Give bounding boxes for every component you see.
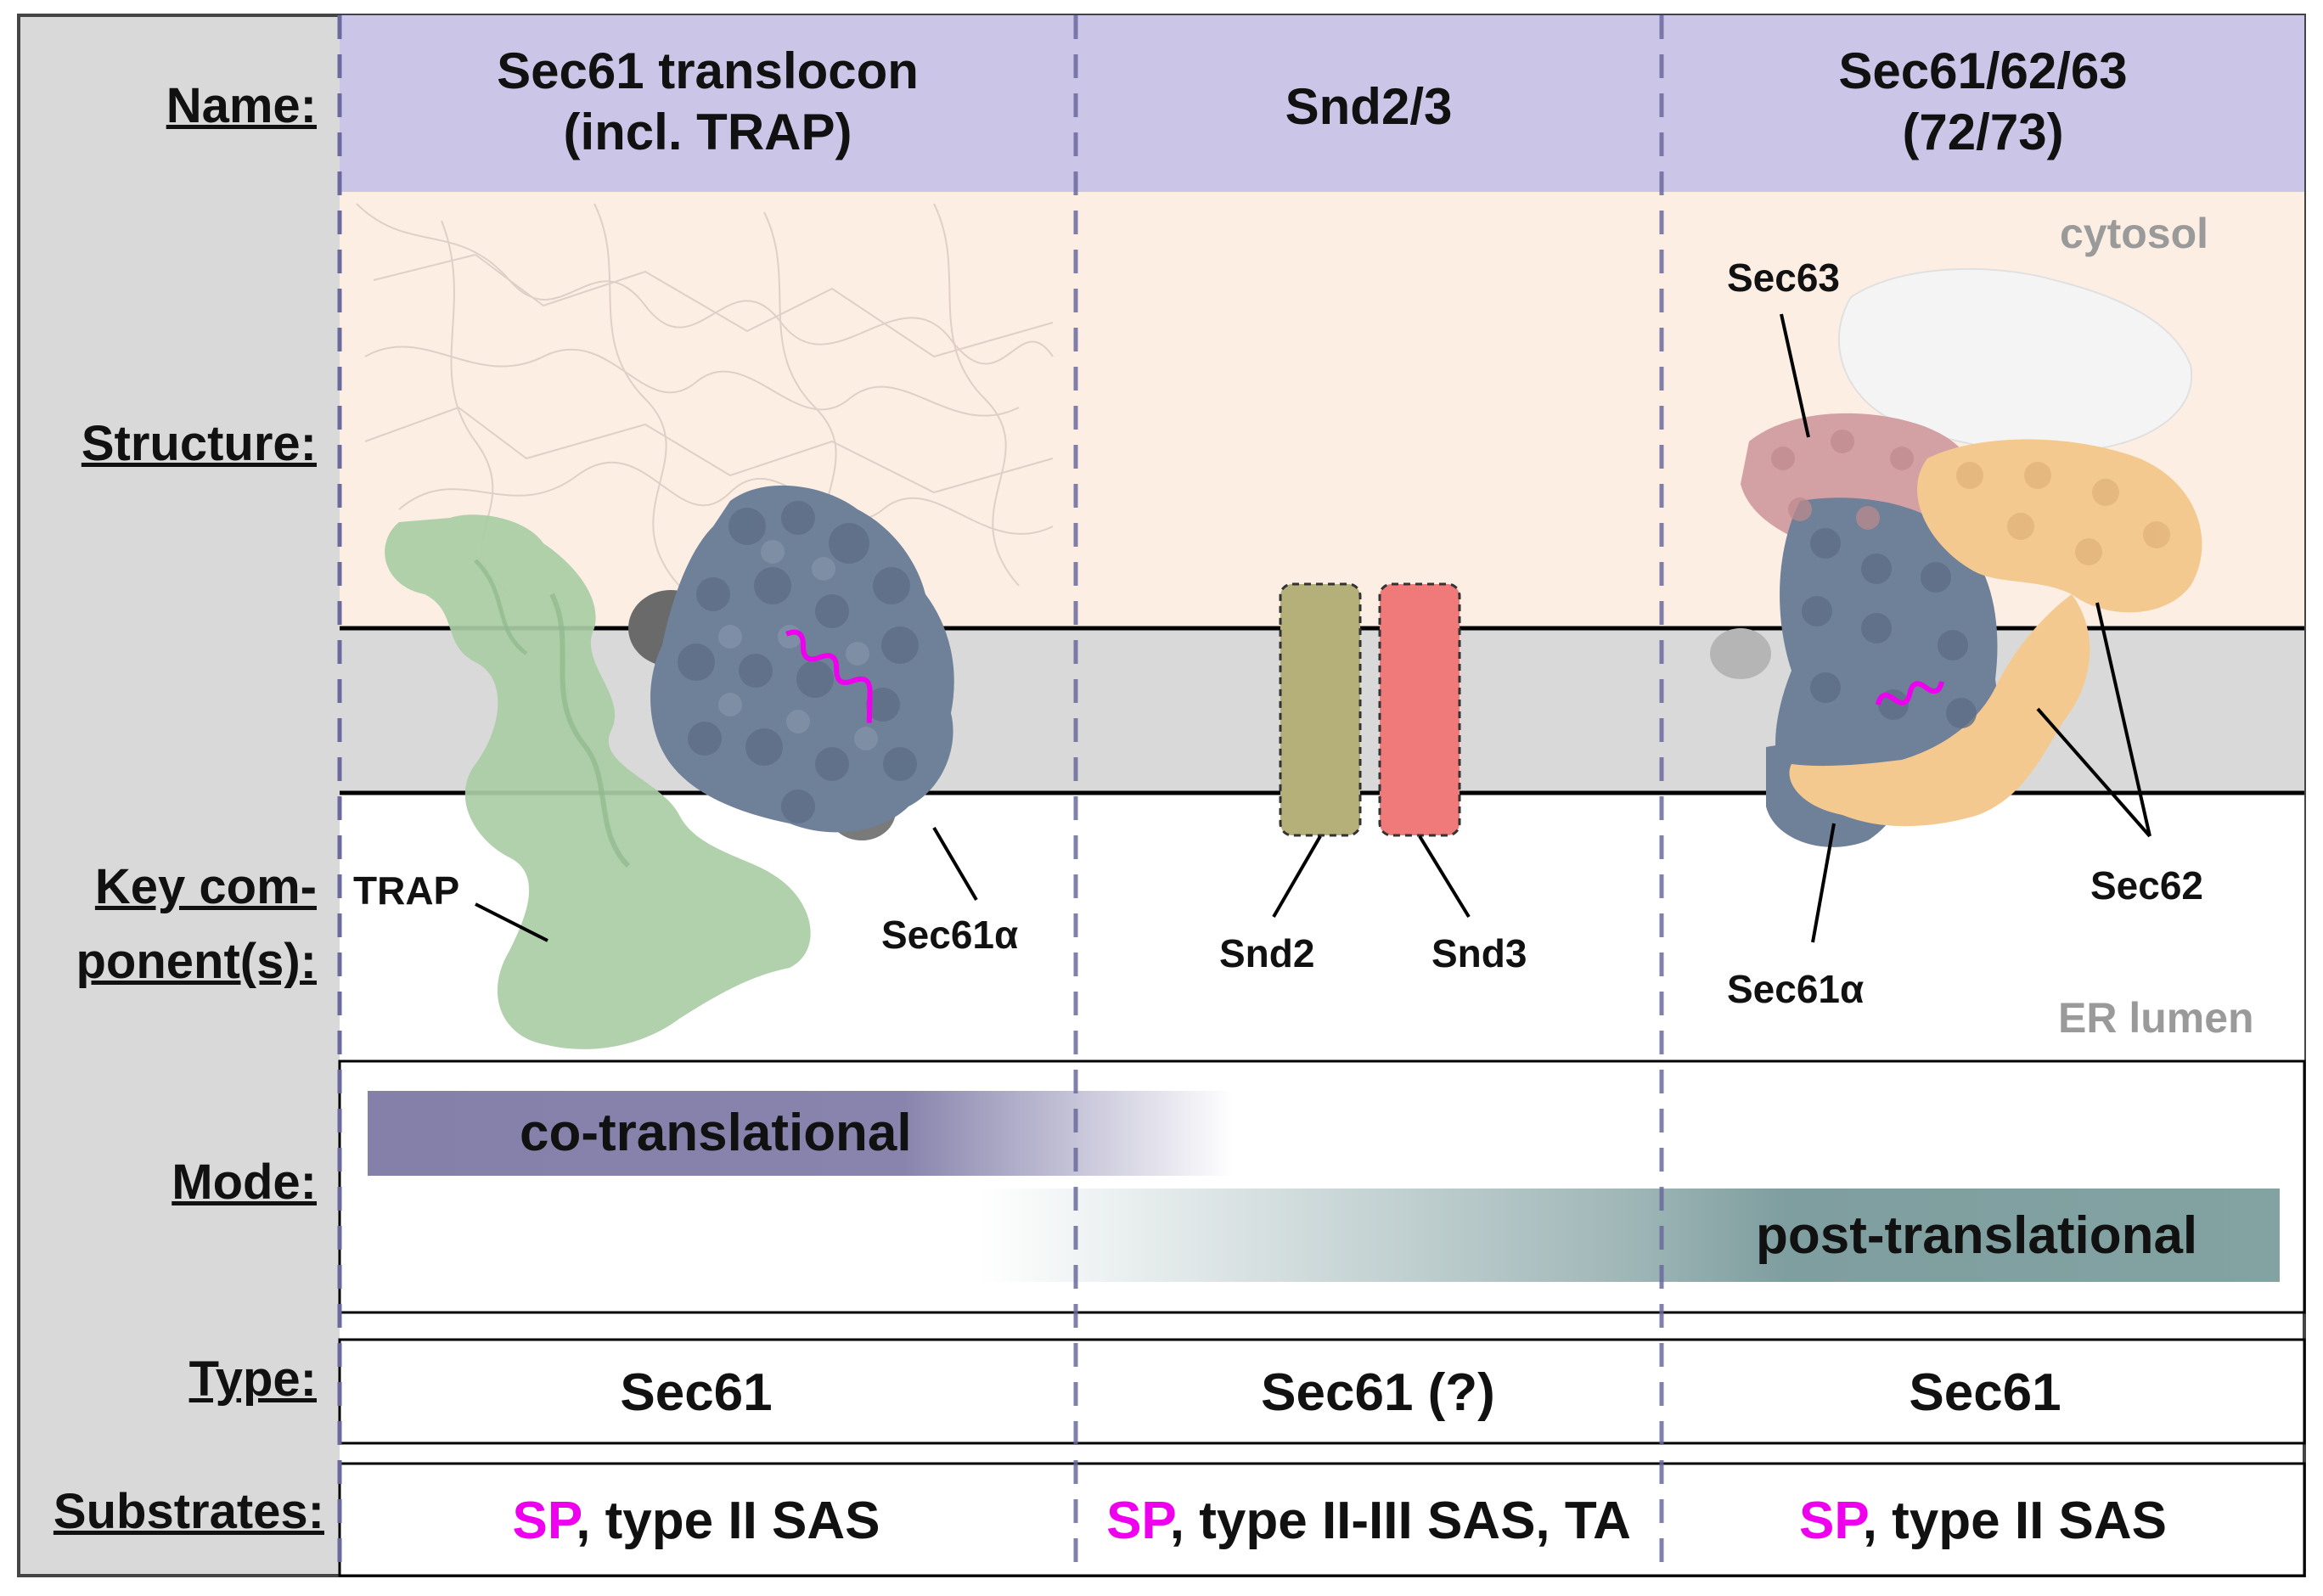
sec61-62-63-structure [1710, 267, 2202, 847]
cytosol-label: cytosol [2060, 210, 2209, 257]
row-label-key-components-1: Key com- [94, 859, 317, 914]
snd2-box [1279, 582, 1362, 837]
pointer-sec61a-col3 [1811, 823, 1836, 943]
type-column-3: Sec61 [1909, 1363, 2061, 1422]
post-translational-band [981, 1189, 2280, 1282]
row-label-mode: Mode: [172, 1155, 317, 1210]
row-label-type: Type: [188, 1352, 317, 1407]
column-1-name-line1: Sec61 translocon [497, 42, 919, 99]
row-label-key-components-2: ponent(s): [76, 934, 318, 989]
substrates-text: , type II-III SAS, TA [1169, 1492, 1631, 1550]
substrates-column-2: SP, type II-III SAS, TA [1076, 1491, 1662, 1551]
type-column-2: Sec61 (?) [1261, 1363, 1495, 1422]
pointer-snd2 [1272, 835, 1322, 919]
sec62-mass [1917, 439, 2202, 613]
pointer-sec61a-col1 [932, 826, 978, 902]
snd3-box [1378, 582, 1461, 837]
sp-highlight: SP [1798, 1492, 1863, 1550]
column-1-name: Sec61 translocon (incl. TRAP) [340, 41, 1076, 163]
column-3-name: Sec61/62/63 (72/73) [1662, 41, 2304, 163]
column-1-name-line2: (incl. TRAP) [563, 104, 852, 160]
type-box [338, 1338, 2306, 1445]
pointer-sec62-b [2036, 707, 2151, 838]
ribosome-white-mass [1838, 267, 2193, 453]
sp-highlight: SP [512, 1492, 577, 1550]
signal-peptide-helix [785, 629, 873, 723]
substrates-box [338, 1462, 2306, 1577]
row-label-name: Name: [166, 78, 317, 133]
pointer-snd3 [1418, 835, 1471, 919]
row-label-structure: Structure: [81, 416, 317, 471]
label-sec61a-col3: Sec61α [1727, 967, 1865, 1011]
substrates-text: , type II SAS [1862, 1492, 2168, 1550]
row-label-column [19, 15, 340, 1576]
name-header-band [340, 15, 2304, 192]
column-3-name-line2: (72/73) [1902, 104, 2064, 160]
label-snd2: Snd2 [1219, 931, 1315, 975]
type-column-1: Sec61 [620, 1363, 773, 1422]
label-snd3: Snd3 [1431, 931, 1527, 975]
er-lumen-label: ER lumen [2058, 994, 2254, 1042]
row-label-substrates: Substrates: [53, 1484, 324, 1539]
co-translational-band [368, 1091, 1234, 1176]
column-2-name-line1: Snd2/3 [1285, 78, 1453, 135]
label-sec61a-col1: Sec61α [881, 913, 1019, 957]
substrates-column-3: SP, type II SAS [1662, 1491, 2304, 1551]
sp-highlight: SP [1106, 1492, 1170, 1550]
pointer-sec62-a [2095, 602, 2151, 837]
column-3-name-line1: Sec61/62/63 [1838, 42, 2128, 99]
sec61-translocon-structure [628, 485, 954, 840]
label-sec63: Sec63 [1727, 256, 1841, 300]
co-translational-label: co-translational [520, 1104, 912, 1162]
label-sec62: Sec62 [2090, 863, 2204, 908]
trap-structure [385, 514, 811, 1049]
column-2-name: Snd2/3 [1076, 76, 1662, 138]
ribosome-sketch [356, 203, 1054, 595]
signal-peptide-helix-2 [1875, 681, 1944, 706]
label-trap: TRAP [353, 868, 460, 913]
post-translational-label: post-translational [1756, 1206, 2198, 1265]
substrates-column-1: SP, type II SAS [340, 1491, 1053, 1551]
pointer-trap [475, 902, 548, 942]
substrates-text: , type II SAS [576, 1492, 880, 1550]
pointer-sec63 [1780, 313, 1810, 438]
